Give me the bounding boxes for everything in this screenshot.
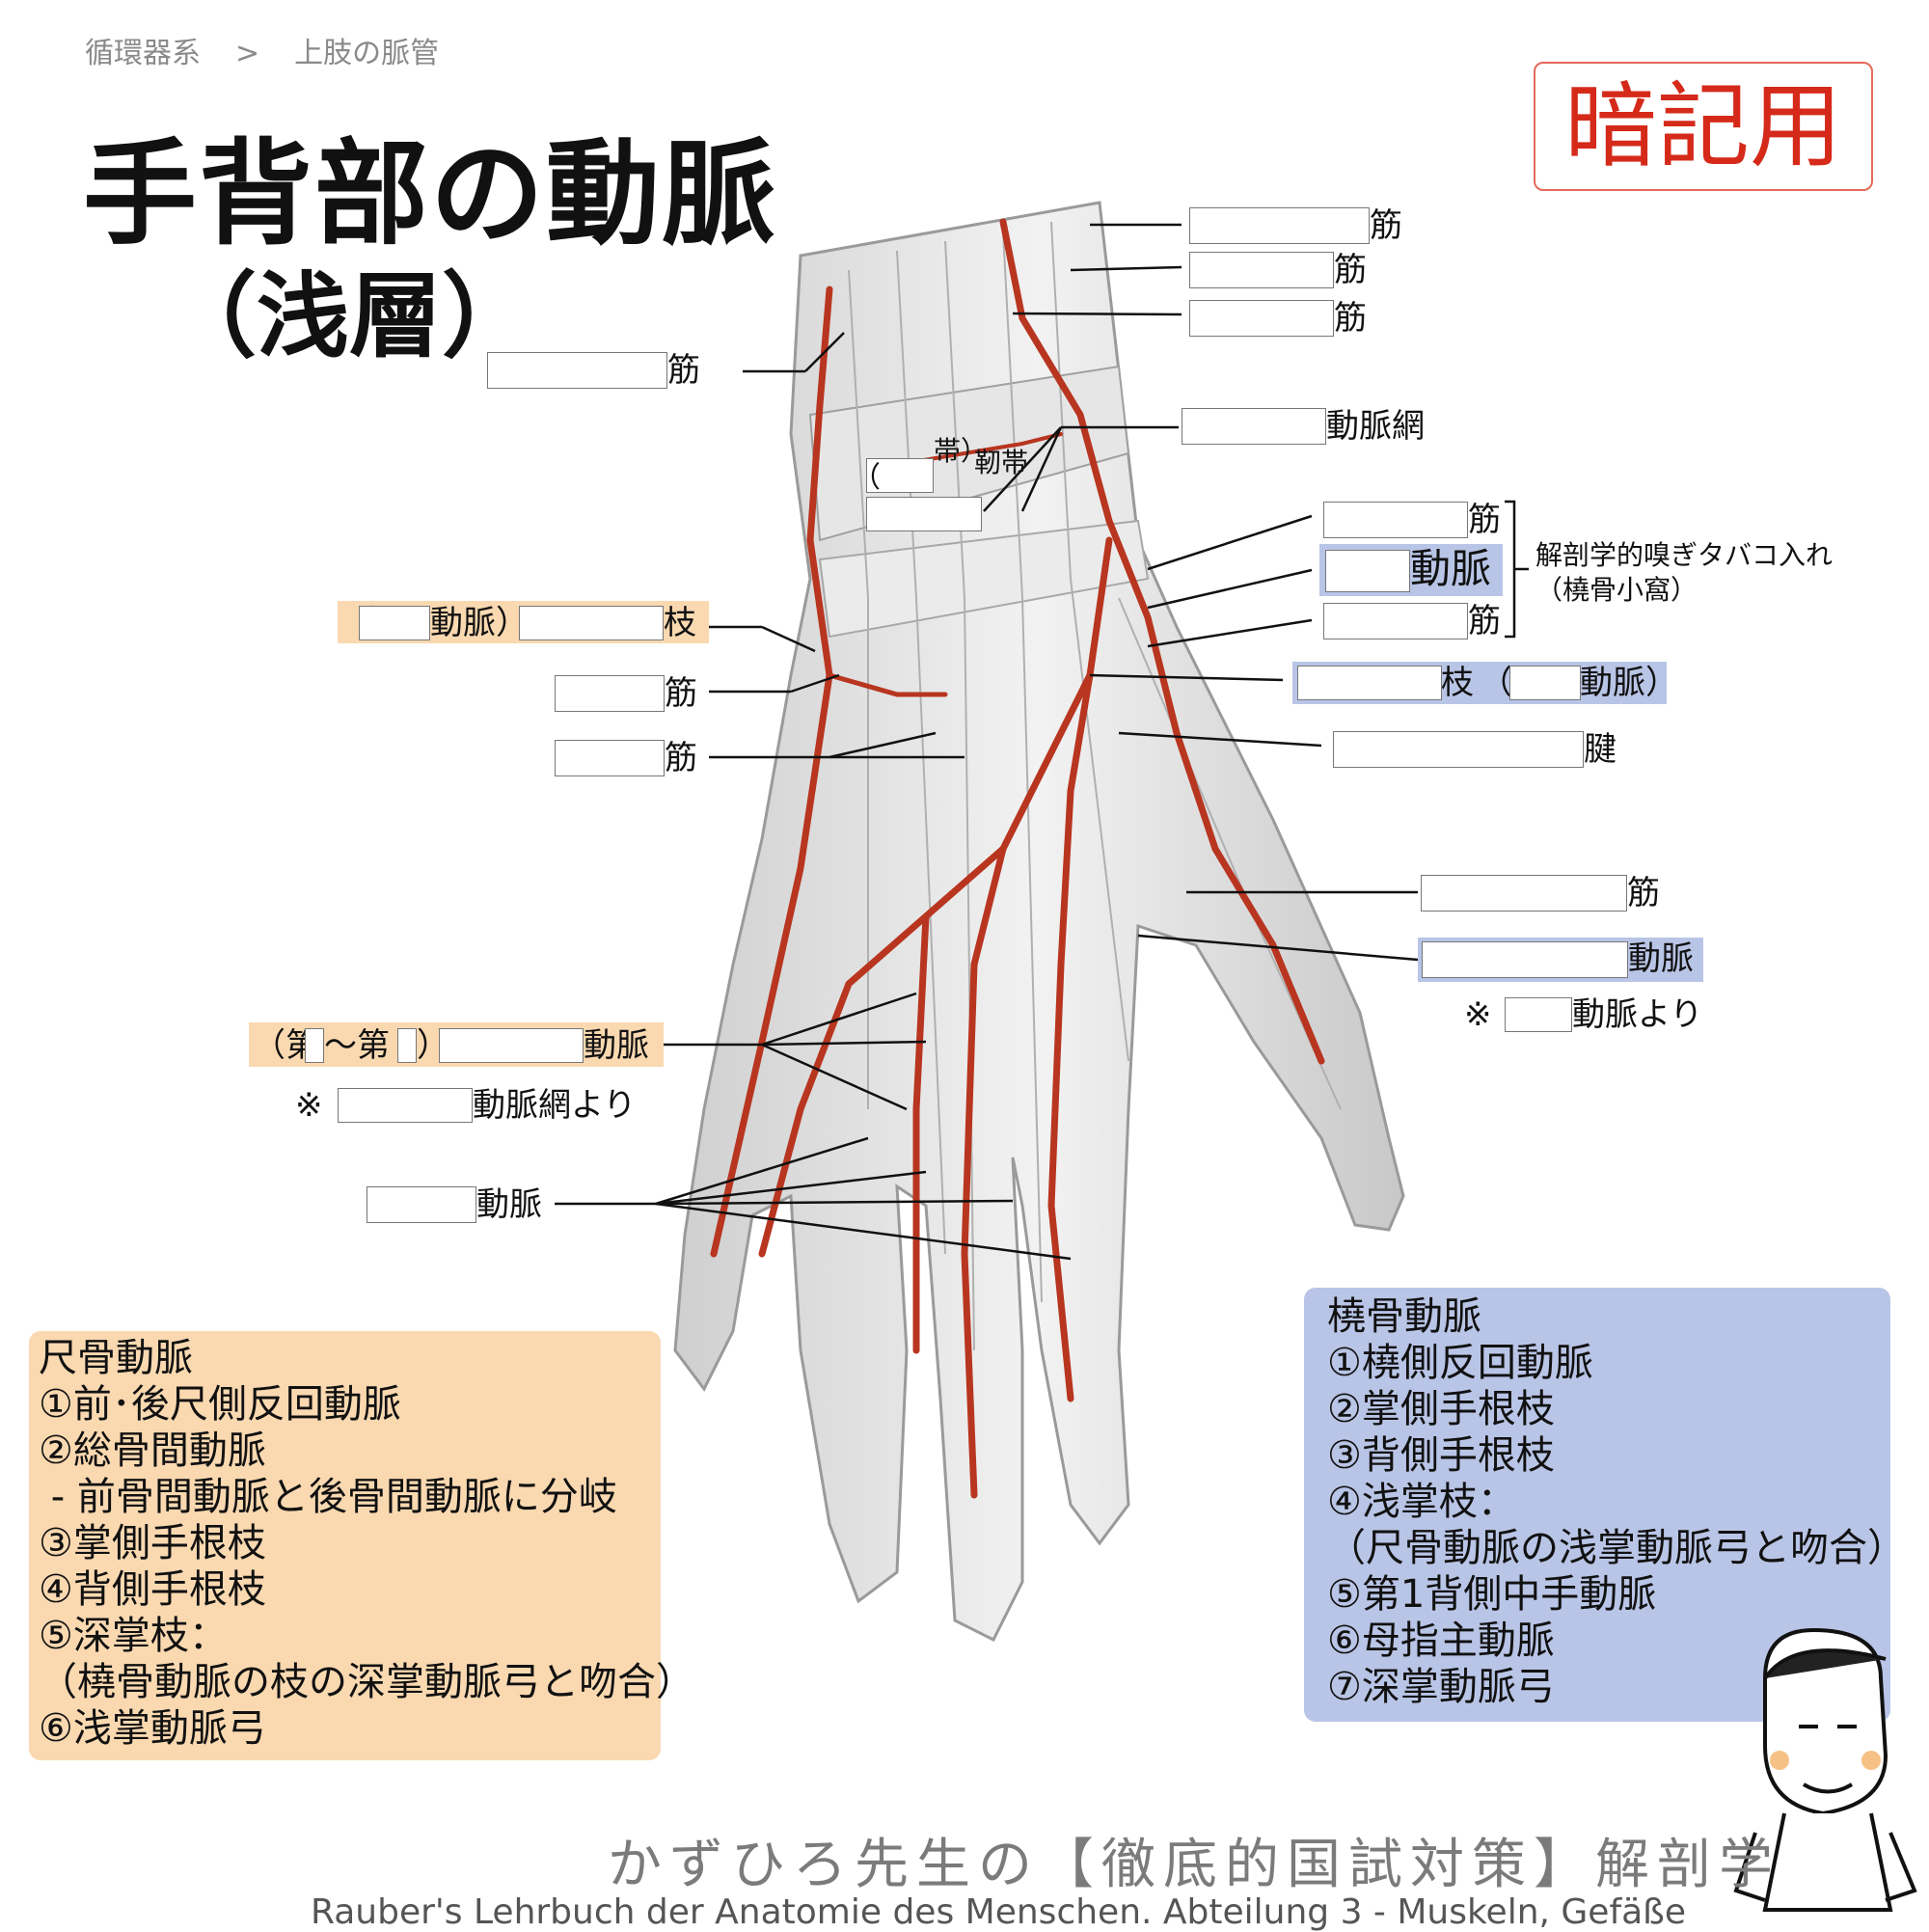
ulnar-panel-item: ④背側手根枝 [39,1567,266,1612]
blank-muscle-2[interactable] [1189,252,1334,288]
artery-network [710,218,1325,1499]
breadcrumb-separator: > [235,37,260,70]
radial-branch-suffix: 枝 [1441,664,1474,702]
blank-metacarpal-artery[interactable] [439,1028,584,1063]
muscle-suffix-left-1: 筋 [667,351,700,390]
ulnar-branch-artery-suffix: 動脈） [430,604,529,642]
right-from-mark: ※ [1464,995,1492,1034]
muscle-suffix-right-lower: 筋 [1627,874,1660,912]
ulnar-artery-panel: 尺骨動脈 ①前･後尺側反回動脈 ②総骨間動脈 - 前骨間動脈と後骨間動脈に分岐 … [29,1331,694,1760]
snuffbox-title: 解剖学的嗅ぎタバコ入れ [1535,539,1834,571]
metacarpal-from-rete: 動脈網より [473,1086,637,1125]
ulnar-panel-item: ②総骨間動脈 [39,1429,266,1473]
radial-panel-item: ②掌側手根枝 [1327,1387,1555,1431]
blank-radial-branch[interactable] [1297,666,1442,700]
ulnar-panel-item: ⑥浅掌動脈弓 [39,1706,266,1751]
radial-panel-item: （尺骨動脈の浅掌動脈弓と吻合） [1327,1526,1906,1570]
blank-muscle-left-3[interactable] [555,740,665,776]
snuffbox-subtitle: （橈骨小窩） [1535,574,1698,606]
blank-radial-branch-artery[interactable] [1509,666,1581,700]
blank-snuffbox-muscle-2[interactable] [1323,603,1468,639]
memorization-badge: 暗記用 [1534,62,1873,191]
blank-tendon[interactable] [1333,731,1584,768]
muscle-suffix-left-2: 筋 [665,674,697,713]
blank-rete[interactable] [1182,408,1326,445]
right-artery-suffix: 動脈 [1628,939,1694,978]
radial-branch-artery-suffix: 動脈） [1580,664,1678,702]
ulnar-panel-item: - 前骨間動脈と後骨間動脈に分岐 [39,1475,617,1519]
ulnar-panel-item: （橈骨動脈の枝の深掌動脈弓と吻合） [39,1660,694,1704]
radial-panel-item: ⑥母指主動脈 [1327,1619,1555,1663]
blank-ulnar-branch[interactable] [519,606,664,640]
rete-suffix: 動脈網 [1326,407,1425,446]
retinaculum-label-b: 靭帯 [974,447,1029,478]
radial-panel-item: ③背側手根枝 [1327,1433,1555,1478]
ulnar-panel-item: ③掌側手根枝 [39,1521,266,1565]
blank-muscle-right-lower[interactable] [1421,875,1627,912]
ulnar-panel-item: ⑤深掌枝： [39,1614,228,1658]
blank-muscle-1[interactable] [1189,207,1370,244]
muscle-suffix-2: 筋 [1334,251,1367,289]
ulnar-branch-suffix: 枝 [664,604,696,642]
breadcrumb-page[interactable]: 上肢の脈管 [294,37,440,70]
page-title: 手背部の動脈 [83,127,778,260]
retinaculum-open-paren: （ [852,461,881,495]
breadcrumb: 循環器系 > 上肢の脈管 [85,29,474,71]
snuffbox-artery-suffix: 動脈 [1410,545,1492,592]
radial-artery-panel: 橈骨動脈 ①橈側反回動脈 ②掌側手根枝 ③背側手根枝 ④浅掌枝： （尺骨動脈の浅… [1304,1288,1906,1722]
leader-lines [555,223,1529,1261]
blank-metacarpal-rete[interactable] [338,1088,473,1123]
snuffbox-muscle-suffix-2: 筋 [1468,602,1501,640]
metacarpal-from-mark: ※ [295,1086,323,1125]
page-subtitle: （浅層） [164,262,534,370]
breadcrumb-category[interactable]: 循環器系 [85,37,201,70]
blank-muscle-left-2[interactable] [555,675,665,712]
blank-metacarpal-to[interactable] [397,1028,417,1063]
metacarpal-artery-suffix: 動脈 [584,1026,649,1065]
right-from-artery: 動脈より [1572,995,1703,1034]
retinaculum-label-a: 帯） [934,435,989,467]
radial-panel-item: ④浅掌枝： [1327,1480,1516,1524]
muscle-suffix-left-3: 筋 [665,739,697,777]
muscle-suffix-1: 筋 [1370,206,1402,245]
radial-panel-title: 橈骨動脈 [1327,1294,1481,1339]
blank-retinaculum-2[interactable] [866,497,982,531]
blank-right-artery[interactable] [1422,941,1628,978]
metacarpal-tilde: 〜第 [324,1026,390,1065]
blank-right-source-artery[interactable] [1505,997,1572,1032]
radial-panel-item: ①橈側反回動脈 [1327,1341,1593,1385]
ulnar-panel-item: ①前･後尺側反回動脈 [39,1382,401,1427]
radial-panel-item: ⑤第1背側中手動脈 [1327,1572,1657,1617]
blank-snuffbox-artery[interactable] [1325,550,1410,592]
blank-digital-artery[interactable] [367,1186,476,1223]
radial-panel-item: ⑦深掌動脈弓 [1327,1665,1555,1709]
blank-muscle-left-1[interactable] [487,352,667,389]
footer-series-title: かずひろ先生の【徹底的国試対策】解剖学 [608,1834,1780,1896]
blank-retinaculum-1[interactable] [866,458,934,493]
footer-credit: Rauber's Lehrbuch der Anatomie des Mensc… [311,1892,1687,1932]
muscle-suffix-3: 筋 [1334,299,1367,338]
digital-artery-suffix: 動脈 [476,1185,542,1224]
radial-branch-open-paren: （ [1480,664,1512,702]
blank-metacarpal-from[interactable] [305,1028,324,1063]
snuffbox-muscle-suffix-1: 筋 [1468,501,1501,539]
blank-ulnar-branch-artery[interactable] [359,606,430,640]
tendon-suffix: 腱 [1584,730,1617,769]
blank-muscle-3[interactable] [1189,300,1334,337]
blank-snuffbox-muscle-1[interactable] [1323,502,1468,538]
ulnar-panel-title: 尺骨動脈 [39,1336,193,1380]
